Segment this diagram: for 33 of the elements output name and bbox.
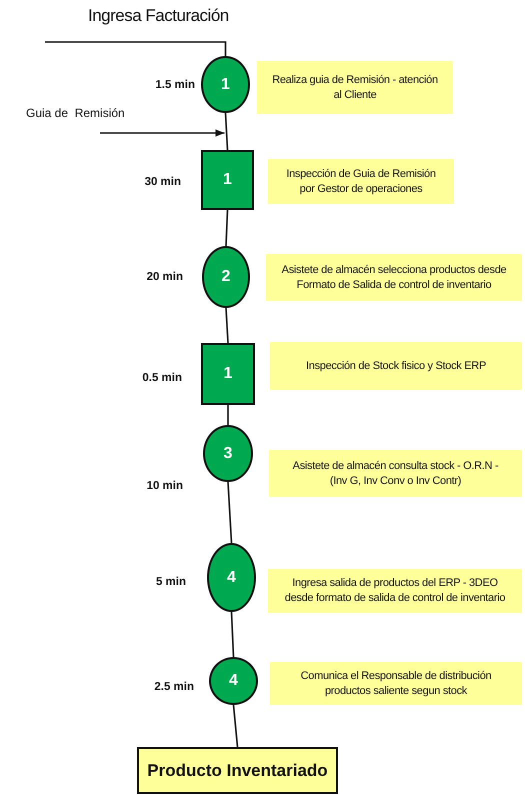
duration-label: 30 min	[144, 176, 181, 188]
inspection-square: 1	[201, 150, 254, 210]
step-note: Asistete de almacén consulta stock - O.R.N - (Inv G, Inv Conv o Inv Contr)	[269, 450, 522, 497]
operation-circle: 4	[209, 657, 258, 705]
connector-line	[225, 210, 228, 246]
connector-line	[45, 41, 226, 56]
step-note: Ingresa salida de productos del ERP - 3DEO desde formato de salida de control de inventario	[268, 569, 522, 613]
operation-circle: 1	[201, 56, 250, 113]
arrow	[100, 129, 224, 137]
input-label: Guia de Remisión	[26, 106, 130, 131]
heading-text: Ingresa Facturación	[88, 6, 229, 26]
step-note: Inspección de Guia de Remisión por Gestor de operaciones	[268, 159, 454, 204]
connector-line	[225, 308, 229, 344]
result-box: Producto Inventariado	[137, 747, 338, 794]
duration-label: 20 min	[146, 271, 183, 283]
connector-line	[224, 112, 228, 150]
inspection-square: 1	[201, 343, 255, 405]
step-note: Realiza guia de Remisión - atención al Cliente	[257, 61, 453, 114]
operation-circle: 2	[202, 246, 250, 308]
operation-circle: 3	[203, 425, 253, 482]
duration-label: 5 min	[156, 576, 186, 588]
connector-line	[230, 612, 234, 658]
step-note: Inspección de Stock fisico y Stock ERP	[270, 342, 522, 390]
operation-circle: 4	[207, 543, 256, 612]
connector-line	[227, 482, 232, 544]
connector-line	[232, 704, 238, 748]
duration-label: 1.5 min	[155, 79, 195, 91]
duration-label: 10 min	[146, 480, 183, 492]
duration-label: 2.5 min	[154, 681, 194, 693]
step-note: Asistete de almacén selecciona productos desde Formato de Salida de control de inventario	[266, 254, 522, 301]
duration-label: 0.5 min	[142, 372, 182, 384]
connector-line	[227, 405, 229, 425]
step-note: Comunica el Responsable de distribución productos saliente segun stock	[270, 662, 522, 705]
